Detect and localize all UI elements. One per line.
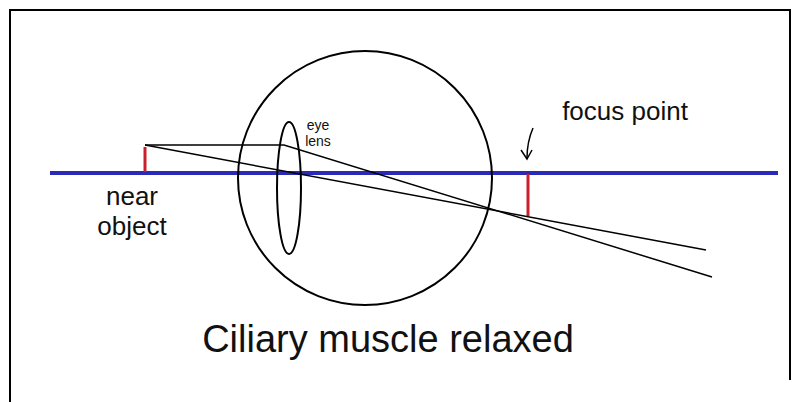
light-ray bbox=[145, 145, 706, 250]
part-label: near object bbox=[87, 182, 177, 242]
part-label: focus point bbox=[525, 97, 725, 127]
near-object bbox=[144, 147, 147, 172]
eye-lens bbox=[277, 122, 301, 254]
caption: Ciliary muscle relaxed bbox=[88, 318, 688, 362]
eyeball bbox=[238, 51, 492, 305]
frame bbox=[10, 10, 790, 402]
focus-mark bbox=[527, 174, 530, 216]
part-label: eye lens bbox=[300, 117, 336, 149]
optical-axis bbox=[50, 171, 778, 175]
light-ray bbox=[145, 145, 712, 277]
leader-arrow bbox=[521, 128, 533, 159]
